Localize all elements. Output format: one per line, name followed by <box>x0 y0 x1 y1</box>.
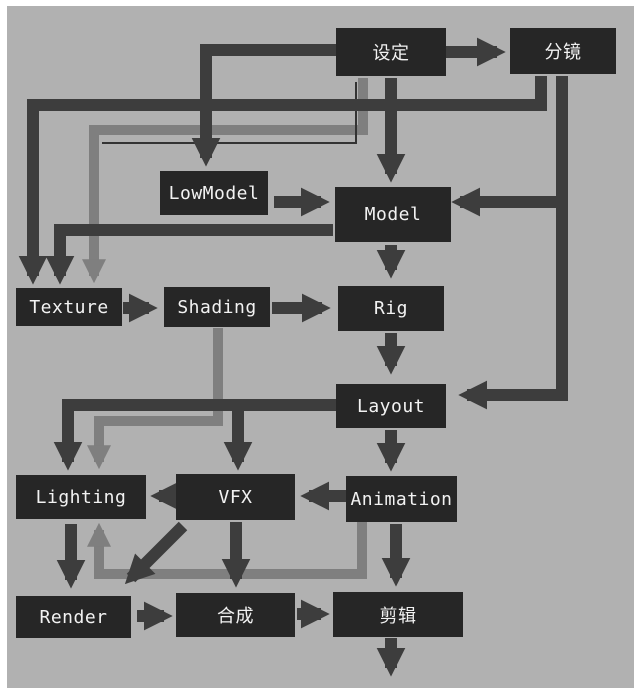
node-lowmodel: LowModel <box>160 171 268 215</box>
node-composite: 合成 <box>176 593 295 637</box>
node-layout: Layout <box>336 384 446 428</box>
arrow-shading-to-lighting-light <box>86 328 223 470</box>
node-lighting: Lighting <box>16 475 146 519</box>
arrow-vfx-to-render <box>124 521 188 585</box>
arrow-layout-to-lighting <box>53 399 336 471</box>
node-model: Model <box>335 187 451 242</box>
node-texture: Texture <box>16 288 122 326</box>
node-animation: Animation <box>346 476 457 522</box>
node-rig: Rig <box>338 286 444 331</box>
arrow-storyboard-to-texture <box>18 76 547 285</box>
node-shading: Shading <box>164 287 270 327</box>
node-setting: 设定 <box>336 28 446 76</box>
node-storyboard: 分镜 <box>510 28 616 74</box>
node-edit: 剪辑 <box>333 592 463 637</box>
arrow-model-to-texture <box>45 224 333 285</box>
arrow-storyboard-to-layout <box>458 202 568 410</box>
node-render: Render <box>16 596 131 638</box>
arrow-setting-to-lowmodel <box>191 44 336 167</box>
node-vfx: VFX <box>176 474 295 520</box>
